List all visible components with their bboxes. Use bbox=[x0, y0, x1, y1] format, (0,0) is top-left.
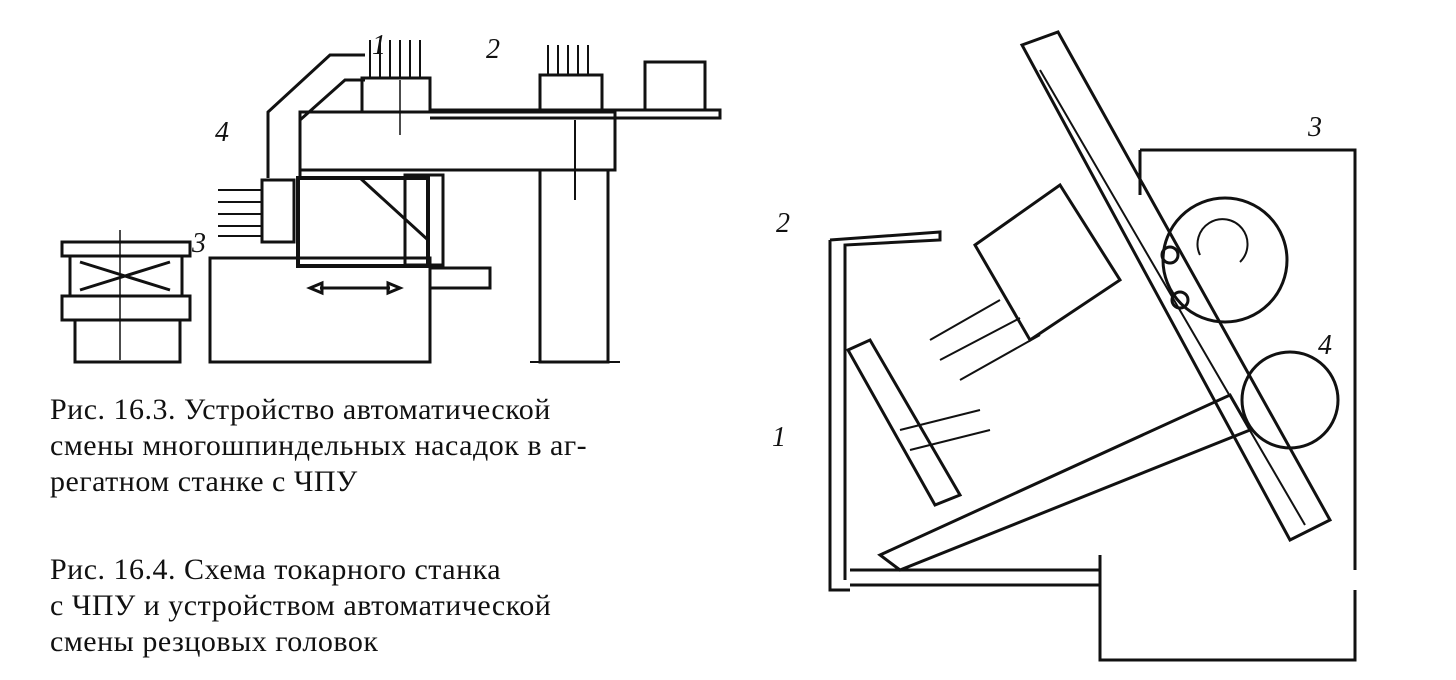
inclined-bed bbox=[1019, 30, 1333, 542]
tool-magazine-disc bbox=[1161, 196, 1289, 324]
chuck bbox=[1240, 350, 1340, 450]
multispindle-head-left bbox=[218, 178, 296, 244]
fig3-label-2: 2 bbox=[486, 34, 500, 65]
caption-line: смены многошпиндельных насадок в аг- bbox=[50, 429, 588, 462]
fig3-label-3: 3 bbox=[192, 228, 206, 259]
machine-frame bbox=[828, 230, 942, 592]
caption-line: смены резцовых головок bbox=[50, 625, 379, 658]
caption-line: с ЧПУ и устройством автоматической bbox=[50, 589, 552, 622]
fig3-label-1: 1 bbox=[372, 30, 386, 61]
fig4-label-1: 1 bbox=[772, 422, 786, 453]
fig4-label-4: 4 bbox=[1318, 330, 1332, 361]
fig4-label-2: 2 bbox=[776, 208, 790, 239]
tool-head-1 bbox=[845, 338, 963, 507]
caption-line: регатном станке с ЧПУ bbox=[50, 465, 358, 498]
fig4-label-3: 3 bbox=[1308, 112, 1322, 143]
fig3-label-4: 4 bbox=[215, 117, 229, 148]
spindle-head bbox=[296, 176, 430, 268]
caption-line: Рис. 16.3. Устройство автоматической bbox=[50, 393, 551, 426]
multispindle-head-3 bbox=[643, 60, 707, 112]
slide-table bbox=[208, 256, 432, 364]
caption-figure-16-4: Рис. 16.4. Схема токарного станка с ЧПУ … bbox=[50, 552, 700, 660]
multispindle-head-2 bbox=[538, 45, 604, 113]
multispindle-head-1 bbox=[360, 40, 432, 114]
turret-housing bbox=[973, 182, 1123, 343]
beam bbox=[298, 110, 617, 172]
caption-figure-16-3: Рис. 16.3. Устройство автоматической сме… bbox=[50, 392, 700, 500]
caption-line: Рис. 16.4. Схема токарного станка bbox=[50, 553, 502, 586]
carriage bbox=[877, 393, 1253, 572]
fixture-pedestal bbox=[60, 240, 192, 364]
